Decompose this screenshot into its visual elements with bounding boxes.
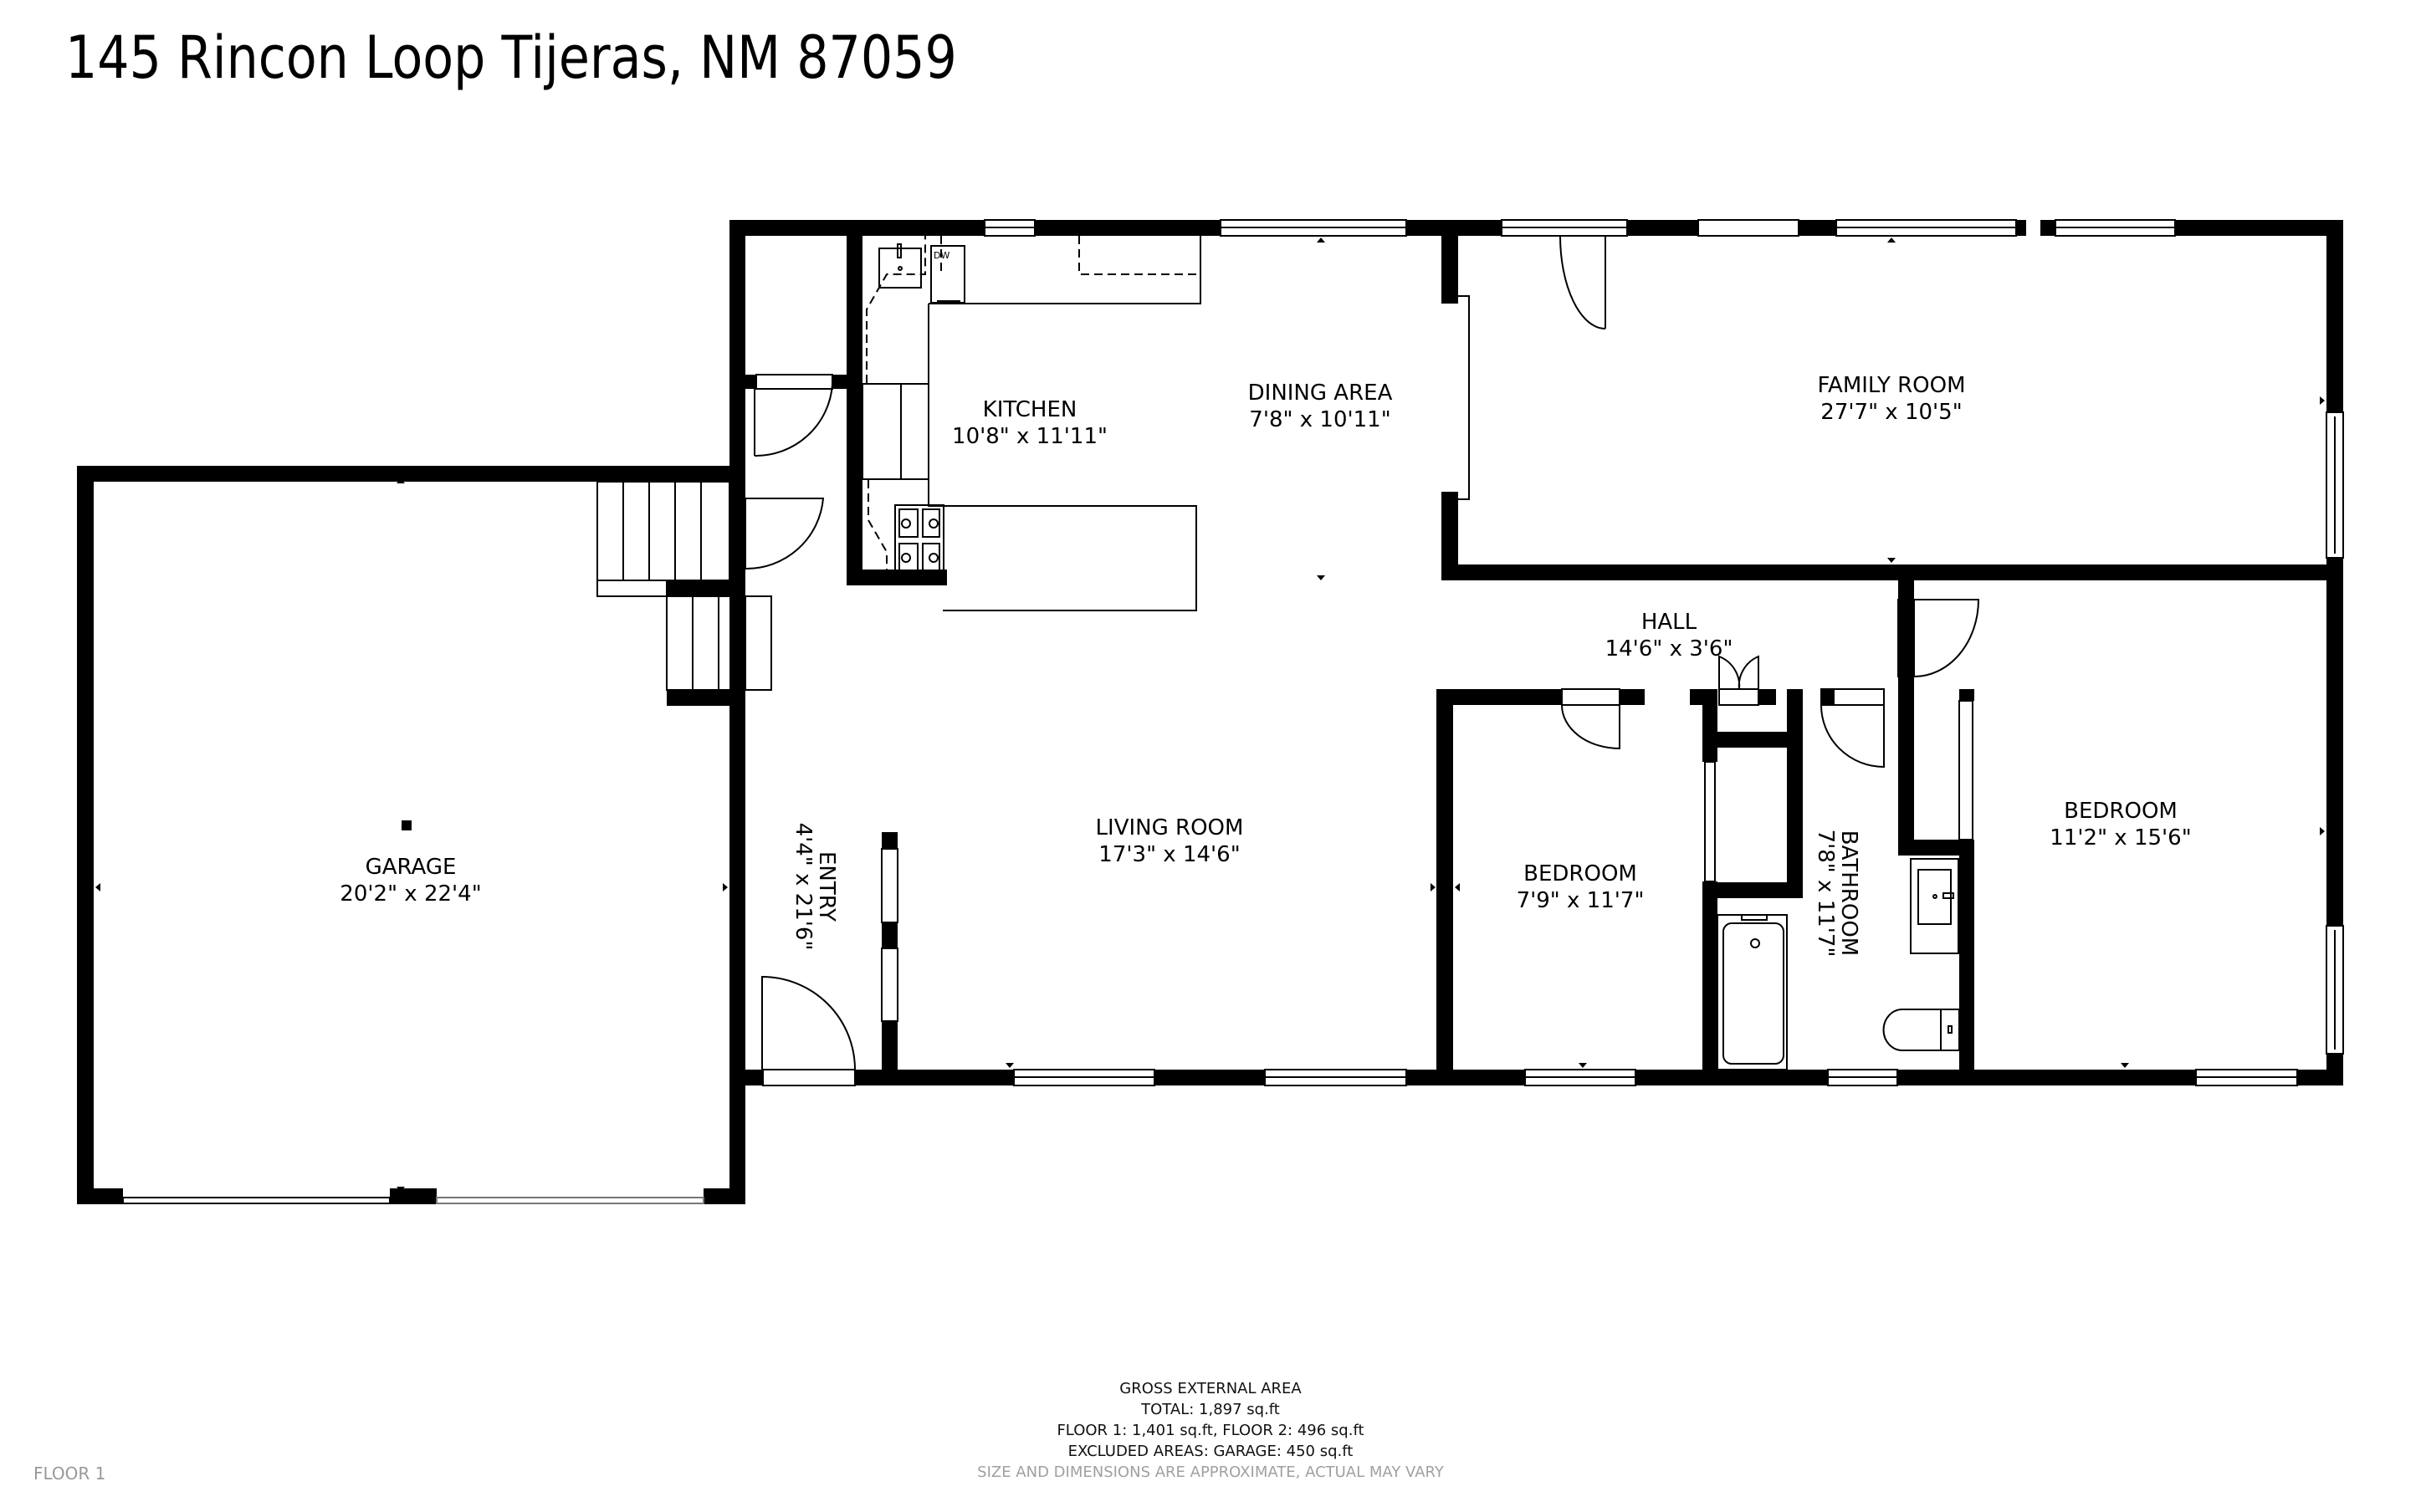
family-room-dims: 27'7" x 10'5" (1820, 400, 1962, 425)
summary-excluded: EXCLUDED AREAS: GARAGE: 450 sq.ft (1067, 1443, 1354, 1460)
interior-doors (761, 599, 1980, 1070)
living-room-dims: 17'3" x 14'6" (1098, 842, 1240, 867)
dishwasher-icon: DW (930, 245, 965, 304)
measurement-markers (95, 238, 2325, 1192)
exterior-walls (729, 220, 2343, 1085)
floor-label: FLOOR 1 (33, 1463, 106, 1484)
dishwasher-label: DW (934, 250, 949, 261)
summary-heading: GROSS EXTERNAL AREA (1119, 1380, 1302, 1397)
bedroom2-name: BEDROOM (2064, 799, 2178, 824)
entry-name: ENTRY (814, 851, 839, 922)
stove-icon (894, 504, 944, 578)
summary-floors: FLOOR 1: 1,401 sq.ft, FLOOR 2: 496 sq.ft (1057, 1422, 1364, 1439)
kitchen-sink-icon (878, 243, 922, 289)
dining-family-divider (1441, 220, 2343, 580)
kitchen-dims: 10'8" x 11'11" (952, 424, 1108, 449)
bedroom2-dims: 11'2" x 15'6" (2050, 825, 2191, 850)
summary-disclaimer: SIZE AND DIMENSIONS ARE APPROXIMATE, ACT… (977, 1463, 1444, 1481)
interior-walls-right (1436, 579, 1974, 1085)
bedroom1-name: BEDROOM (1523, 861, 1637, 886)
garage-dims: 20'2" x 22'4" (340, 881, 481, 907)
hall-name: HALL (1641, 610, 1697, 635)
dining-dims: 7'8" x 10'11" (1249, 407, 1390, 432)
entry-partition (881, 832, 898, 1085)
garage-post-icon (402, 820, 412, 830)
garage-name: GARAGE (366, 855, 457, 880)
toilet-icon (1882, 1009, 1960, 1051)
summary-total: TOTAL: 1,897 sq.ft (1141, 1401, 1280, 1418)
closet-slider-doors (1704, 700, 1973, 882)
property-address-title: 145 Rincon Loop Tijeras, NM 87059 (65, 23, 957, 92)
area-summary: GROSS EXTERNAL AREA TOTAL: 1,897 sq.ft F… (0, 1378, 2421, 1483)
kitchen-name: KITCHEN (983, 397, 1077, 422)
kitchen-counters (862, 236, 1201, 611)
entry-dims: 4'4" x 21'6" (791, 823, 816, 951)
garage-doors (122, 1197, 704, 1204)
stairs-upper (586, 466, 745, 597)
windows (762, 219, 2344, 1086)
bathroom-name: BATHROOM (1836, 830, 1861, 956)
bathroom-sink-icon (1910, 858, 1959, 954)
bedroom1-dims: 7'9" x 11'7" (1517, 888, 1645, 913)
bathroom-dims: 7'8" x 11'7" (1813, 830, 1838, 958)
stairs-lower (666, 580, 772, 706)
living-room-name: LIVING ROOM (1096, 815, 1244, 840)
bathtub-icon (1717, 914, 1788, 1070)
dining-name: DINING AREA (1248, 381, 1393, 406)
family-room-door (1559, 235, 1606, 329)
family-room-name: FAMILY ROOM (1817, 373, 1965, 398)
closet-doors (729, 374, 833, 570)
hall-dims: 14'6" x 3'6" (1605, 636, 1733, 662)
garage-walls (77, 466, 745, 1204)
